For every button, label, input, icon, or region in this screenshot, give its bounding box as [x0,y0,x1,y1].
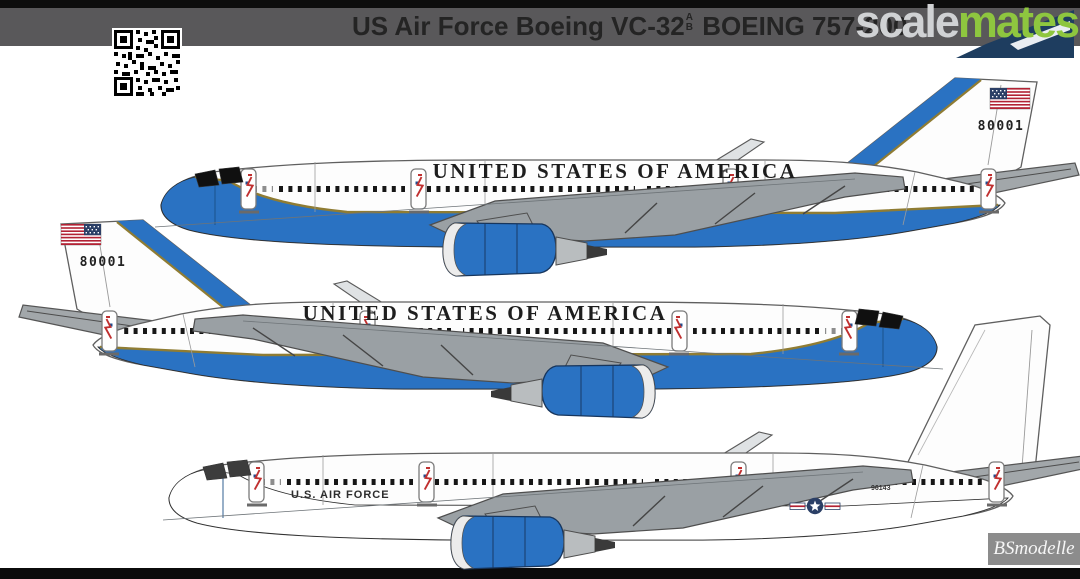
us-flag-icon [989,87,1031,110]
serial-bottom: 96143 [871,485,891,492]
bottom-border [0,568,1080,579]
titles-middle: UNITED STATES OF AMERICA [302,301,668,325]
aircraft-bottom-profile [163,315,1080,569]
logo-text: scalemates [855,0,1080,48]
logo-scale: scale [855,0,960,47]
titles-top: UNITED STATES OF AMERICA [432,159,798,183]
us-flag-icon [60,223,102,246]
titles-bottom: U.S. AIR FORCE [291,489,390,501]
title-main: US Air Force Boeing VC-32 [352,11,685,41]
logo-swoosh-icon [956,10,1074,58]
title-rest: BOEING 757-200 [702,11,908,41]
top-border [0,0,1080,8]
scalemates-logo: scalemates [855,0,1080,58]
tail-number-top: 80001 [977,119,1025,134]
us-insignia-icon [789,497,841,515]
watermark: BSmodelle [988,533,1080,565]
tail-number-middle: 80001 [79,255,127,270]
qr-code [112,28,182,98]
logo-mates: mates [957,0,1080,47]
